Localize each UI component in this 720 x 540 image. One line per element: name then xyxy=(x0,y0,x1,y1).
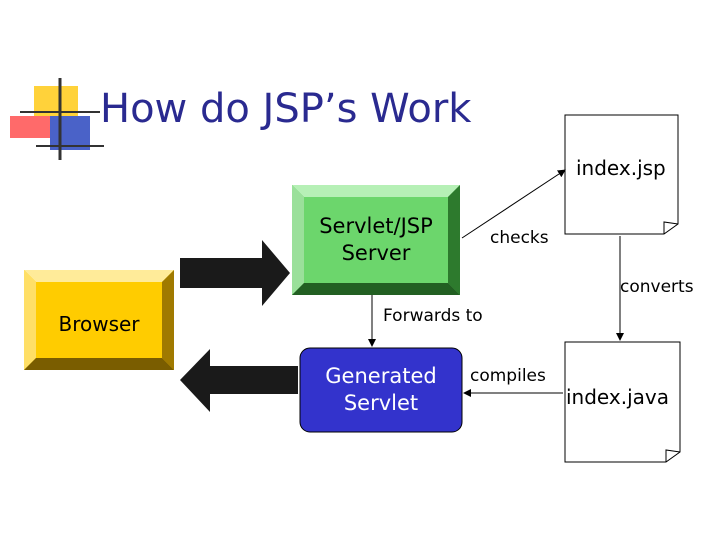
index-java-label: index.java xyxy=(566,385,669,409)
index-java-document xyxy=(564,341,681,463)
checks-arrow xyxy=(461,169,566,239)
browser-label: Browser xyxy=(58,312,140,336)
slide-title: How do JSP’s Work xyxy=(100,86,472,132)
converts-label: converts xyxy=(620,277,694,297)
compiles-label: compiles xyxy=(470,366,546,386)
title-logo-icon xyxy=(10,78,104,160)
request-block-arrow xyxy=(180,240,290,306)
index-jsp-label: index.jsp xyxy=(576,156,666,180)
index-jsp-document xyxy=(564,114,679,235)
generated-servlet-label: Generated Servlet xyxy=(325,364,437,415)
response-block-arrow xyxy=(180,349,298,412)
checks-label: checks xyxy=(490,228,549,248)
generated-servlet-box xyxy=(299,347,463,433)
servlet-server-label: Servlet/JSP Server xyxy=(319,214,433,265)
forwards-to-label: Forwards to xyxy=(383,306,483,326)
servlet-server-box xyxy=(292,185,460,295)
browser-box xyxy=(24,270,174,370)
